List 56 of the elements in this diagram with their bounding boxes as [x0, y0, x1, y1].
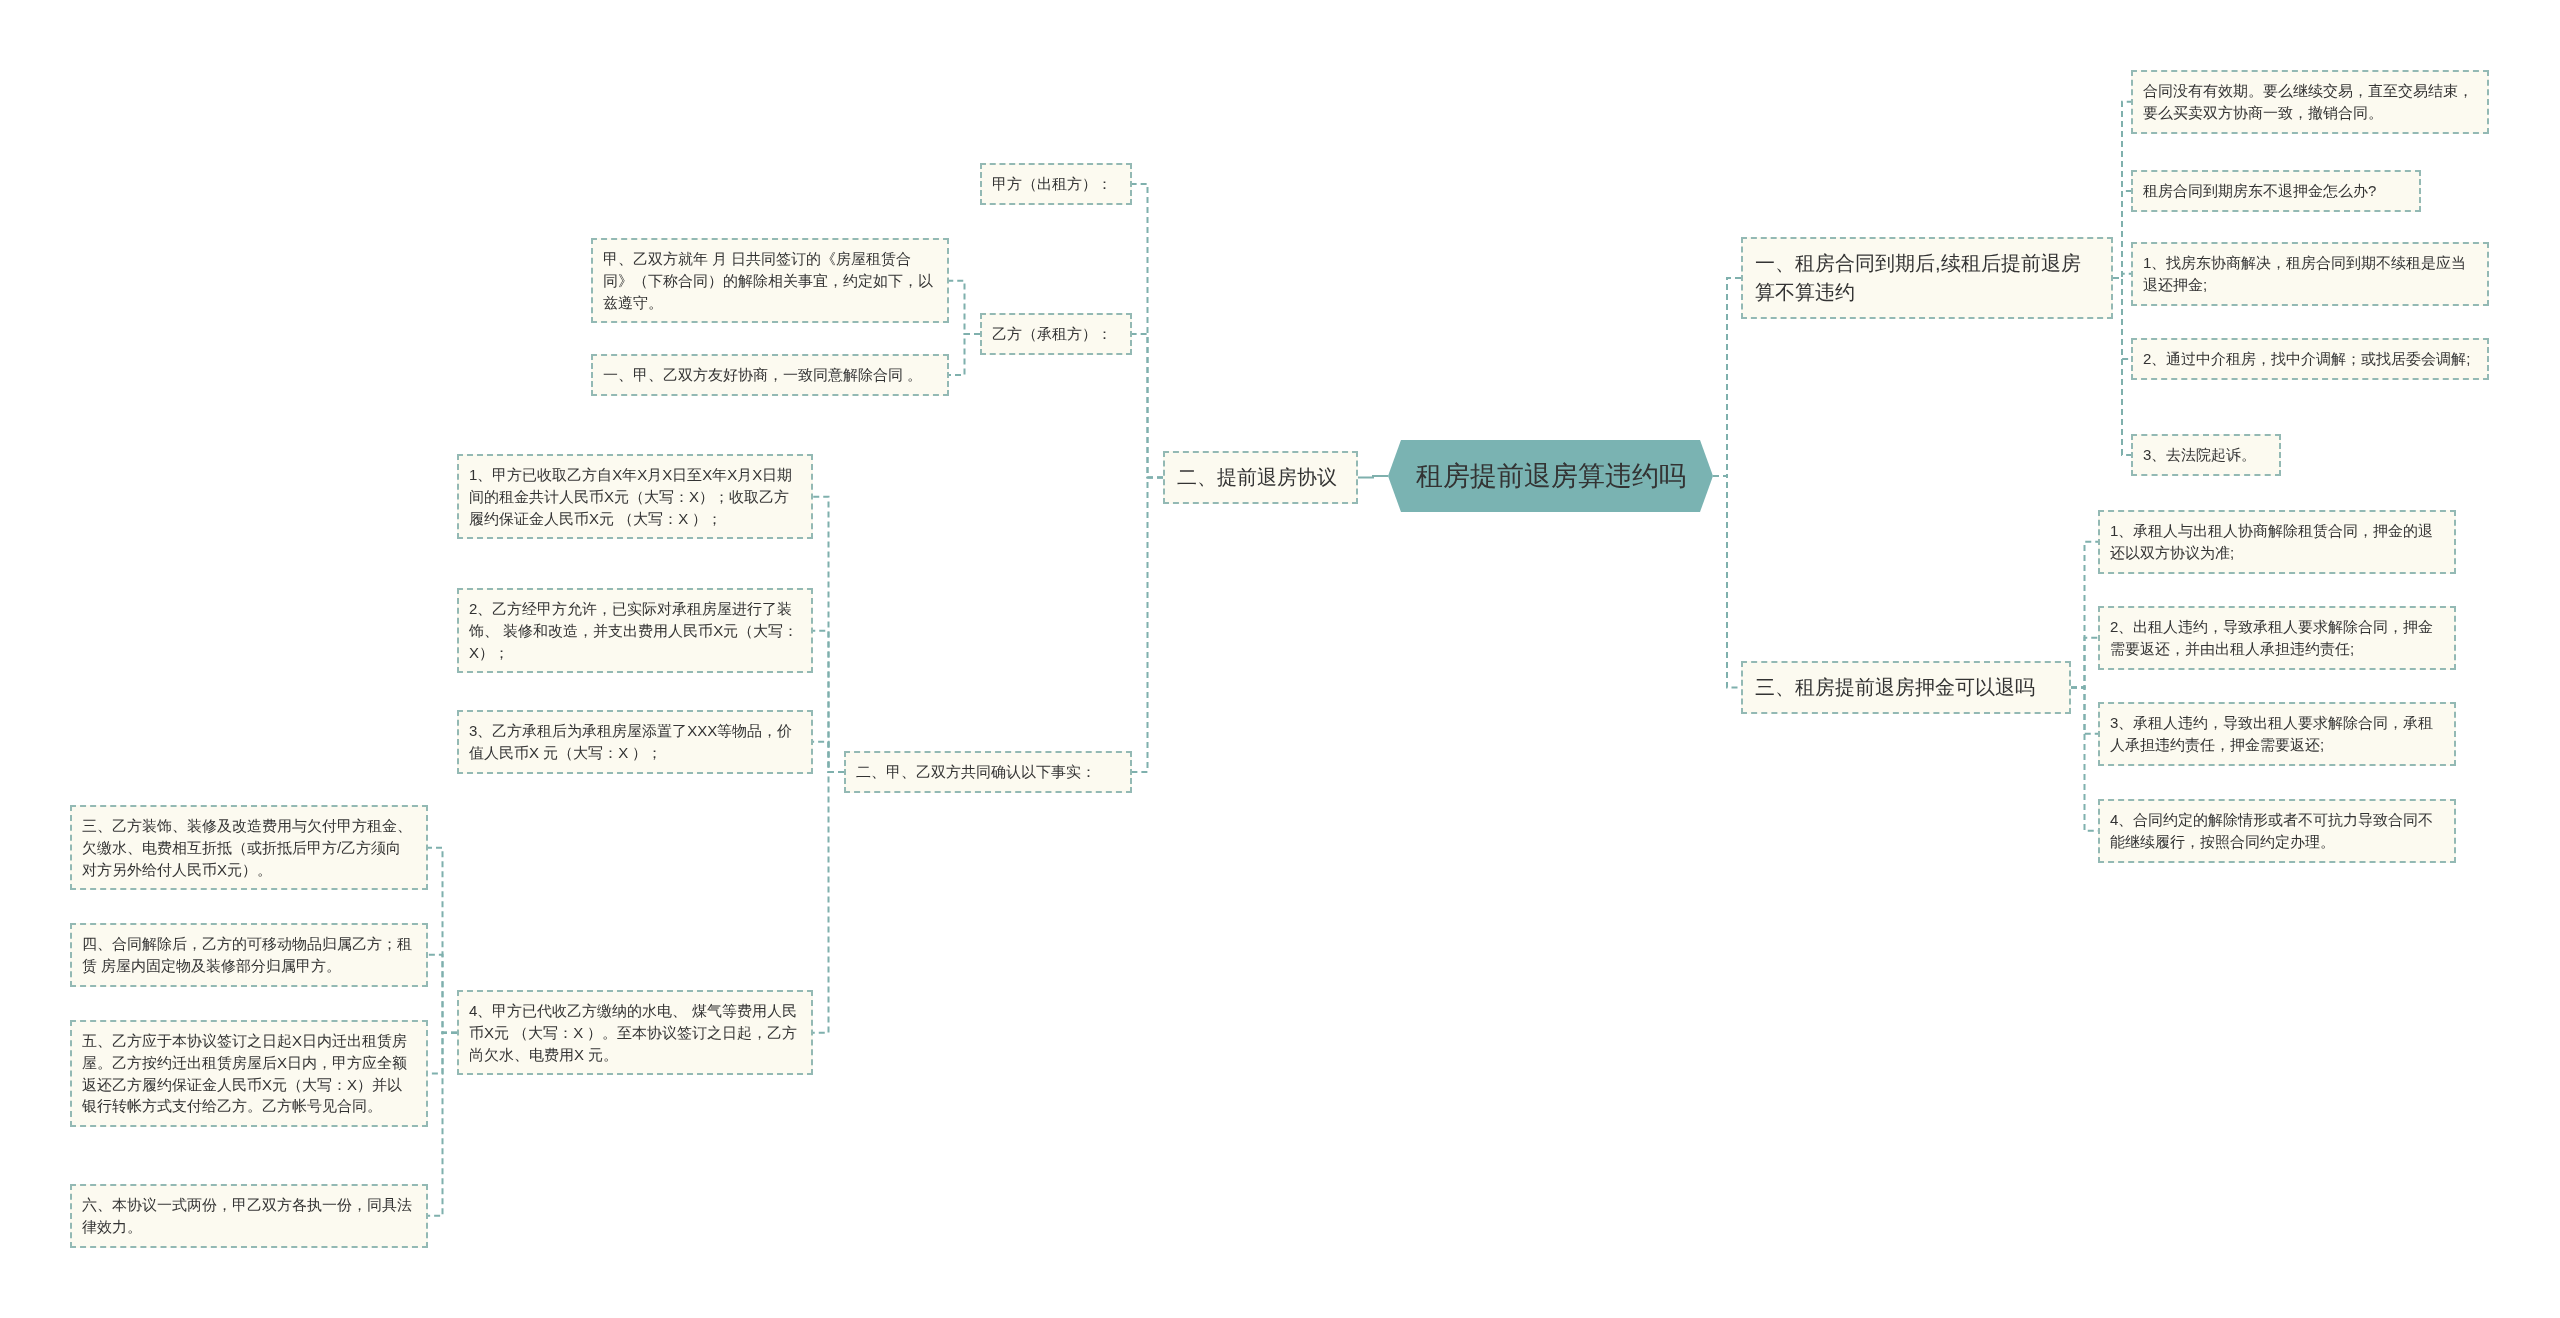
subtopic-box [2131, 434, 2281, 476]
connector-line [427, 1031, 458, 1217]
central-topic-text: 租房提前退房算违约吗 [1415, 460, 1686, 493]
topic-box [1163, 451, 1358, 504]
subtopic-box [70, 1020, 428, 1127]
topic-text: 1、甲方已收取乙方自X年X月X日至X年X月X日期间的租金共计人民币X元（大写：X）；收取乙方履约保证金人民币X元 （大写：X ）； [469, 466, 793, 527]
topic-text: 3、去法院起诉。 [2143, 446, 2257, 463]
subtopic-box [2098, 799, 2456, 863]
topic-text: 一、租房合同到期后,续租后提前退房算不算违约 [1755, 252, 2081, 303]
topic-text: 甲、乙双方就年 月 日共同签订的《房屋租赁合同》（下称合同）的解除相关事宜，约定如下，以兹遵守。 [603, 250, 933, 311]
subtopic-box [2098, 510, 2456, 574]
topic-text: 合同没有有效期。要么继续交易，直至交易结束，要么买卖双方协商一致，撤销合同。 [2143, 82, 2473, 121]
topic-text: 1、找房东协商解决，租房合同到期不续租是应当退还押金; [2143, 254, 2467, 293]
connector-line [1131, 476, 1164, 773]
topic-text: 3、乙方承租后为承租房屋添置了XXX等物品，价值人民币X 元（大写：X ）； [469, 722, 793, 761]
topic-text: 租房合同到期房东不退押金怎么办? [2143, 182, 2377, 199]
subtopic-box [980, 163, 1132, 205]
topic-text: 4、合同约定的解除情形或者不可抗力导致合同不能继续履行，按照合同约定办理。 [2110, 811, 2434, 850]
subtopic-box [2131, 70, 2489, 134]
topic-text: 甲方（出租方）： [992, 175, 1112, 192]
topic-text: 五、乙方应于本协议签订之日起X日内迁出租赁房屋。乙方按约迁出租赁房屋后X日内，甲方应全额返还乙方履约保证金人民币X元（大写：X）并以银行转帐方式支付给乙方。乙方帐号见合同。 [82, 1032, 407, 1115]
subtopic-box [2131, 170, 2421, 212]
topic-text: 二、提前退房协议 [1177, 466, 1337, 488]
topic-box [1741, 661, 2071, 714]
subtopic-box [457, 710, 813, 774]
subtopic-box [844, 751, 1132, 793]
central-topic-hexagon [1388, 440, 1713, 512]
topic-text: 一、甲、乙双方友好协商，一致同意解除合同 。 [603, 366, 923, 383]
subtopic-box [70, 805, 428, 891]
subtopic-box [70, 923, 428, 987]
topic-text: 三、租房提前退房押金可以退吗 [1755, 676, 2035, 698]
topic-text: 乙方（承租方）： [992, 325, 1112, 342]
subtopic-box [457, 454, 813, 540]
subtopic-box [591, 238, 949, 324]
topic-text: 2、乙方经甲方允许，已实际对承租房屋进行了装饰、 装修和改造，并支出费用人民币X元（大写：X）； [469, 600, 799, 661]
subtopic-box [980, 313, 1132, 355]
topic-text: 1、承租人与出租人协商解除租赁合同，押金的退还以双方协议为准; [2110, 522, 2434, 561]
subtopic-box [457, 588, 813, 674]
connector-line [1357, 475, 1389, 479]
topic-text: 2、通过中介租房，找中介调解；或找居委会调解; [2143, 350, 2471, 367]
subtopic-box [2131, 242, 2489, 306]
subtopic-box [591, 354, 949, 396]
topic-text: 二、甲、乙双方共同确认以下事实： [856, 763, 1096, 780]
subtopic-box [2098, 606, 2456, 670]
subtopic-box [2131, 338, 2489, 380]
topic-text: 2、出租人违约，导致承租人要求解除合同，押金需要返还，并由出租人承担违约责任; [2110, 618, 2434, 657]
topic-text: 三、乙方装饰、装修及改造费用与欠付甲方租金、欠缴水、电费相互折抵（或折抵后甲方/乙方须向对方另外给付人民币X元）。 [82, 817, 412, 878]
topic-text: 3、承租人违约，导致出租人要求解除合同，承租人承担违约责任，押金需要返还; [2110, 714, 2434, 753]
subtopic-box [2098, 702, 2456, 766]
subtopic-box [457, 990, 813, 1076]
topic-text: 六、本协议一式两份，甲乙双方各执一份，同具法律效力。 [82, 1196, 412, 1235]
topic-box [1741, 237, 2113, 319]
topic-text: 四、合同解除后，乙方的可移动物品归属乙方；租赁 房屋内固定物及装修部分归属甲方。 [82, 935, 412, 974]
connector-line [2112, 277, 2132, 456]
subtopic-box [70, 1184, 428, 1248]
topic-text: 4、甲方已代收乙方缴纳的水电、 煤气等费用人民币X元 （大写：X ）。至本协议签订之日起，乙方尚欠水、电费用X 元。 [469, 1002, 798, 1063]
